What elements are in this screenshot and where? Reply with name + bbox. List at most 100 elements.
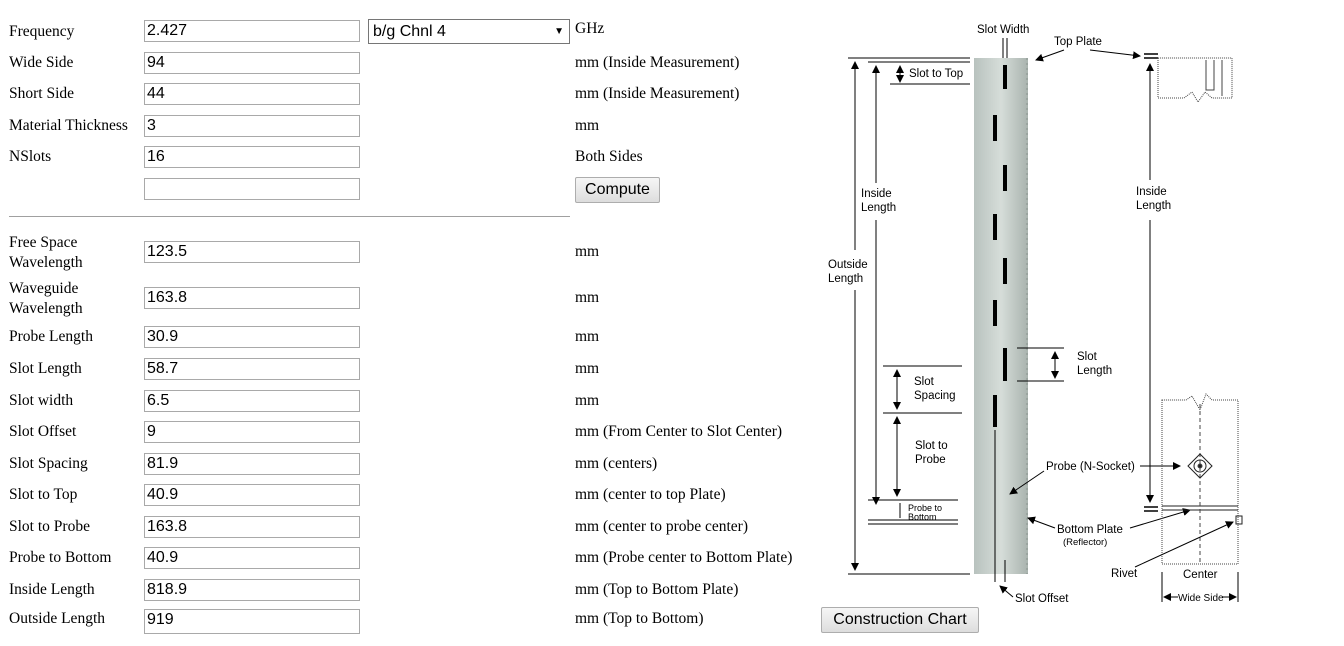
slot-length-text-2: Length [1077,365,1112,377]
free-space-wavelength-label: Free Space Wavelength [9,234,83,271]
section-divider [9,216,570,217]
result-row: Inside Length 818.9 mm (Top to Bottom Pl… [0,579,820,603]
frequency-label: Frequency [9,23,75,40]
slot-to-probe-value[interactable]: 163.8 [144,516,360,538]
waveguide-wavelength-unit: mm [575,289,600,306]
outside-length-label: Outside Length [9,610,105,627]
result-row: Slot Offset 9 mm (From Center to Slot Ce… [0,421,820,445]
free-space-wavelength-unit: mm [575,243,600,260]
top-section-drawing [1144,53,1233,103]
result-row: Free Space Wavelength 123.5 mm [0,234,820,272]
result-row: Slot to Top 40.9 mm (center to top Plate… [0,484,820,508]
slot-to-top-label: Slot to Top [9,486,78,503]
bottom-section-drawing [1161,393,1243,565]
material-thickness-input[interactable]: 3 [144,115,360,137]
result-row: Slot Spacing 81.9 mm (centers) [0,453,820,477]
inside-length-right-text: Inside [1136,186,1167,198]
result-row: Probe Length 30.9 mm [0,326,820,350]
slot-offset-text: Slot Offset [1015,593,1069,605]
top-plate-text: Top Plate [1054,36,1102,48]
channel-select-value: b/g Chnl 4 [373,23,446,40]
slot-spacing-text: Slot [914,376,935,388]
waveguide-wavelength-value[interactable]: 163.8 [144,287,360,309]
slot-to-top-value[interactable]: 40.9 [144,484,360,506]
frequency-unit: GHz [575,20,605,37]
slot-width-text: Slot Width [977,24,1029,36]
inside-length-label: Inside Length [9,581,95,598]
waveguide-wavelength-label: Waveguide Wavelength [9,280,83,317]
nslots-input[interactable]: 16 [144,146,360,168]
slot-length-label: Slot Length [9,360,82,377]
slot-length-value[interactable]: 58.7 [144,358,360,380]
slot-to-probe-label: Slot to Probe [9,518,90,535]
nslots-unit: Both Sides [575,148,643,165]
probe-to-bottom-value[interactable]: 40.9 [144,547,360,569]
result-row: Waveguide Wavelength 163.8 mm [0,280,820,318]
slot-width-value[interactable]: 6.5 [144,390,360,412]
short-side-label: Short Side [9,85,75,102]
result-row: Slot width 6.5 mm [0,390,820,414]
wide-side-text: Wide Side [1178,593,1224,604]
slot-length-unit: mm [575,360,600,377]
slot-to-probe-text-2: Probe [915,454,946,466]
outside-length-text: Outside [828,259,868,271]
result-row: Outside Length 919 mm (Top to Bottom) [0,609,820,634]
inside-length-text-2: Length [861,202,896,214]
probe-to-bottom-unit: mm (Probe center to Bottom Plate) [575,549,793,566]
compute-button[interactable]: Compute [575,177,660,203]
probe-nsocket-text: Probe (N-Socket) [1046,461,1135,473]
channel-select[interactable]: b/g Chnl 4 ▼ [368,19,570,44]
material-thickness-row: Material Thickness 3 mm [0,115,820,139]
probe-length-value[interactable]: 30.9 [144,326,360,348]
extra-input[interactable] [144,178,360,200]
probe-to-bottom-label: Probe to Bottom [9,549,112,566]
construction-chart-button[interactable]: Construction Chart [821,607,979,633]
chevron-down-icon: ▼ [554,26,564,37]
slot-spacing-unit: mm (centers) [575,455,658,472]
probe-to-bottom-text-2: Bottom [908,512,937,522]
material-thickness-unit: mm [575,117,600,134]
bottom-plate-text: Bottom Plate [1057,524,1123,536]
material-thickness-label: Material Thickness [9,117,128,134]
wide-side-label: Wide Side [9,54,74,71]
inside-length-text: Inside [861,188,892,200]
wide-side-row: Wide Side 94 mm (Inside Measurement) [0,52,820,76]
waveguide-body [974,58,1028,574]
probe-to-bottom-text: Probe to [908,503,942,513]
result-row: Slot to Probe 163.8 mm (center to probe … [0,516,820,540]
slot-spacing-text-2: Spacing [914,390,956,402]
probe-length-label: Probe Length [9,328,93,345]
outside-length-text-2: Length [828,273,863,285]
probe-length-unit: mm [575,328,600,345]
slot-to-top-unit: mm (center to top Plate) [575,486,726,503]
slot-to-top-text: Slot to Top [909,68,963,80]
slots [993,65,1007,427]
frequency-row: Frequency 2.427 GHz [0,20,820,44]
nslots-label: NSlots [9,148,52,165]
slot-width-label: Slot width [9,392,74,409]
slot-to-probe-text: Slot to [915,440,948,452]
inside-length-value[interactable]: 818.9 [144,579,360,601]
slot-to-probe-unit: mm (center to probe center) [575,518,748,535]
short-side-input[interactable]: 44 [144,83,360,105]
outside-length-value[interactable]: 919 [144,609,360,634]
nslots-row: NSlots 16 Both Sides [0,146,820,170]
outside-length-unit: mm (Top to Bottom) [575,610,704,627]
free-space-wavelength-value[interactable]: 123.5 [144,241,360,263]
slot-offset-unit: mm (From Center to Slot Center) [575,423,783,440]
slot-offset-value[interactable]: 9 [144,421,360,443]
wide-side-unit: mm (Inside Measurement) [575,54,740,71]
slot-spacing-value[interactable]: 81.9 [144,453,360,475]
rivet-text: Rivet [1111,568,1138,580]
slot-length-text: Slot [1077,351,1098,363]
wide-side-input[interactable]: 94 [144,52,360,74]
frequency-input[interactable]: 2.427 [144,20,360,42]
reflector-text: (Reflector) [1063,537,1107,548]
inside-length-right-text-2: Length [1136,200,1171,212]
result-row: Probe to Bottom 40.9 mm (Probe center to… [0,547,820,571]
center-text: Center [1183,569,1218,581]
slot-spacing-label: Slot Spacing [9,455,88,472]
short-side-unit: mm (Inside Measurement) [575,85,740,102]
inside-length-unit: mm (Top to Bottom Plate) [575,581,739,598]
